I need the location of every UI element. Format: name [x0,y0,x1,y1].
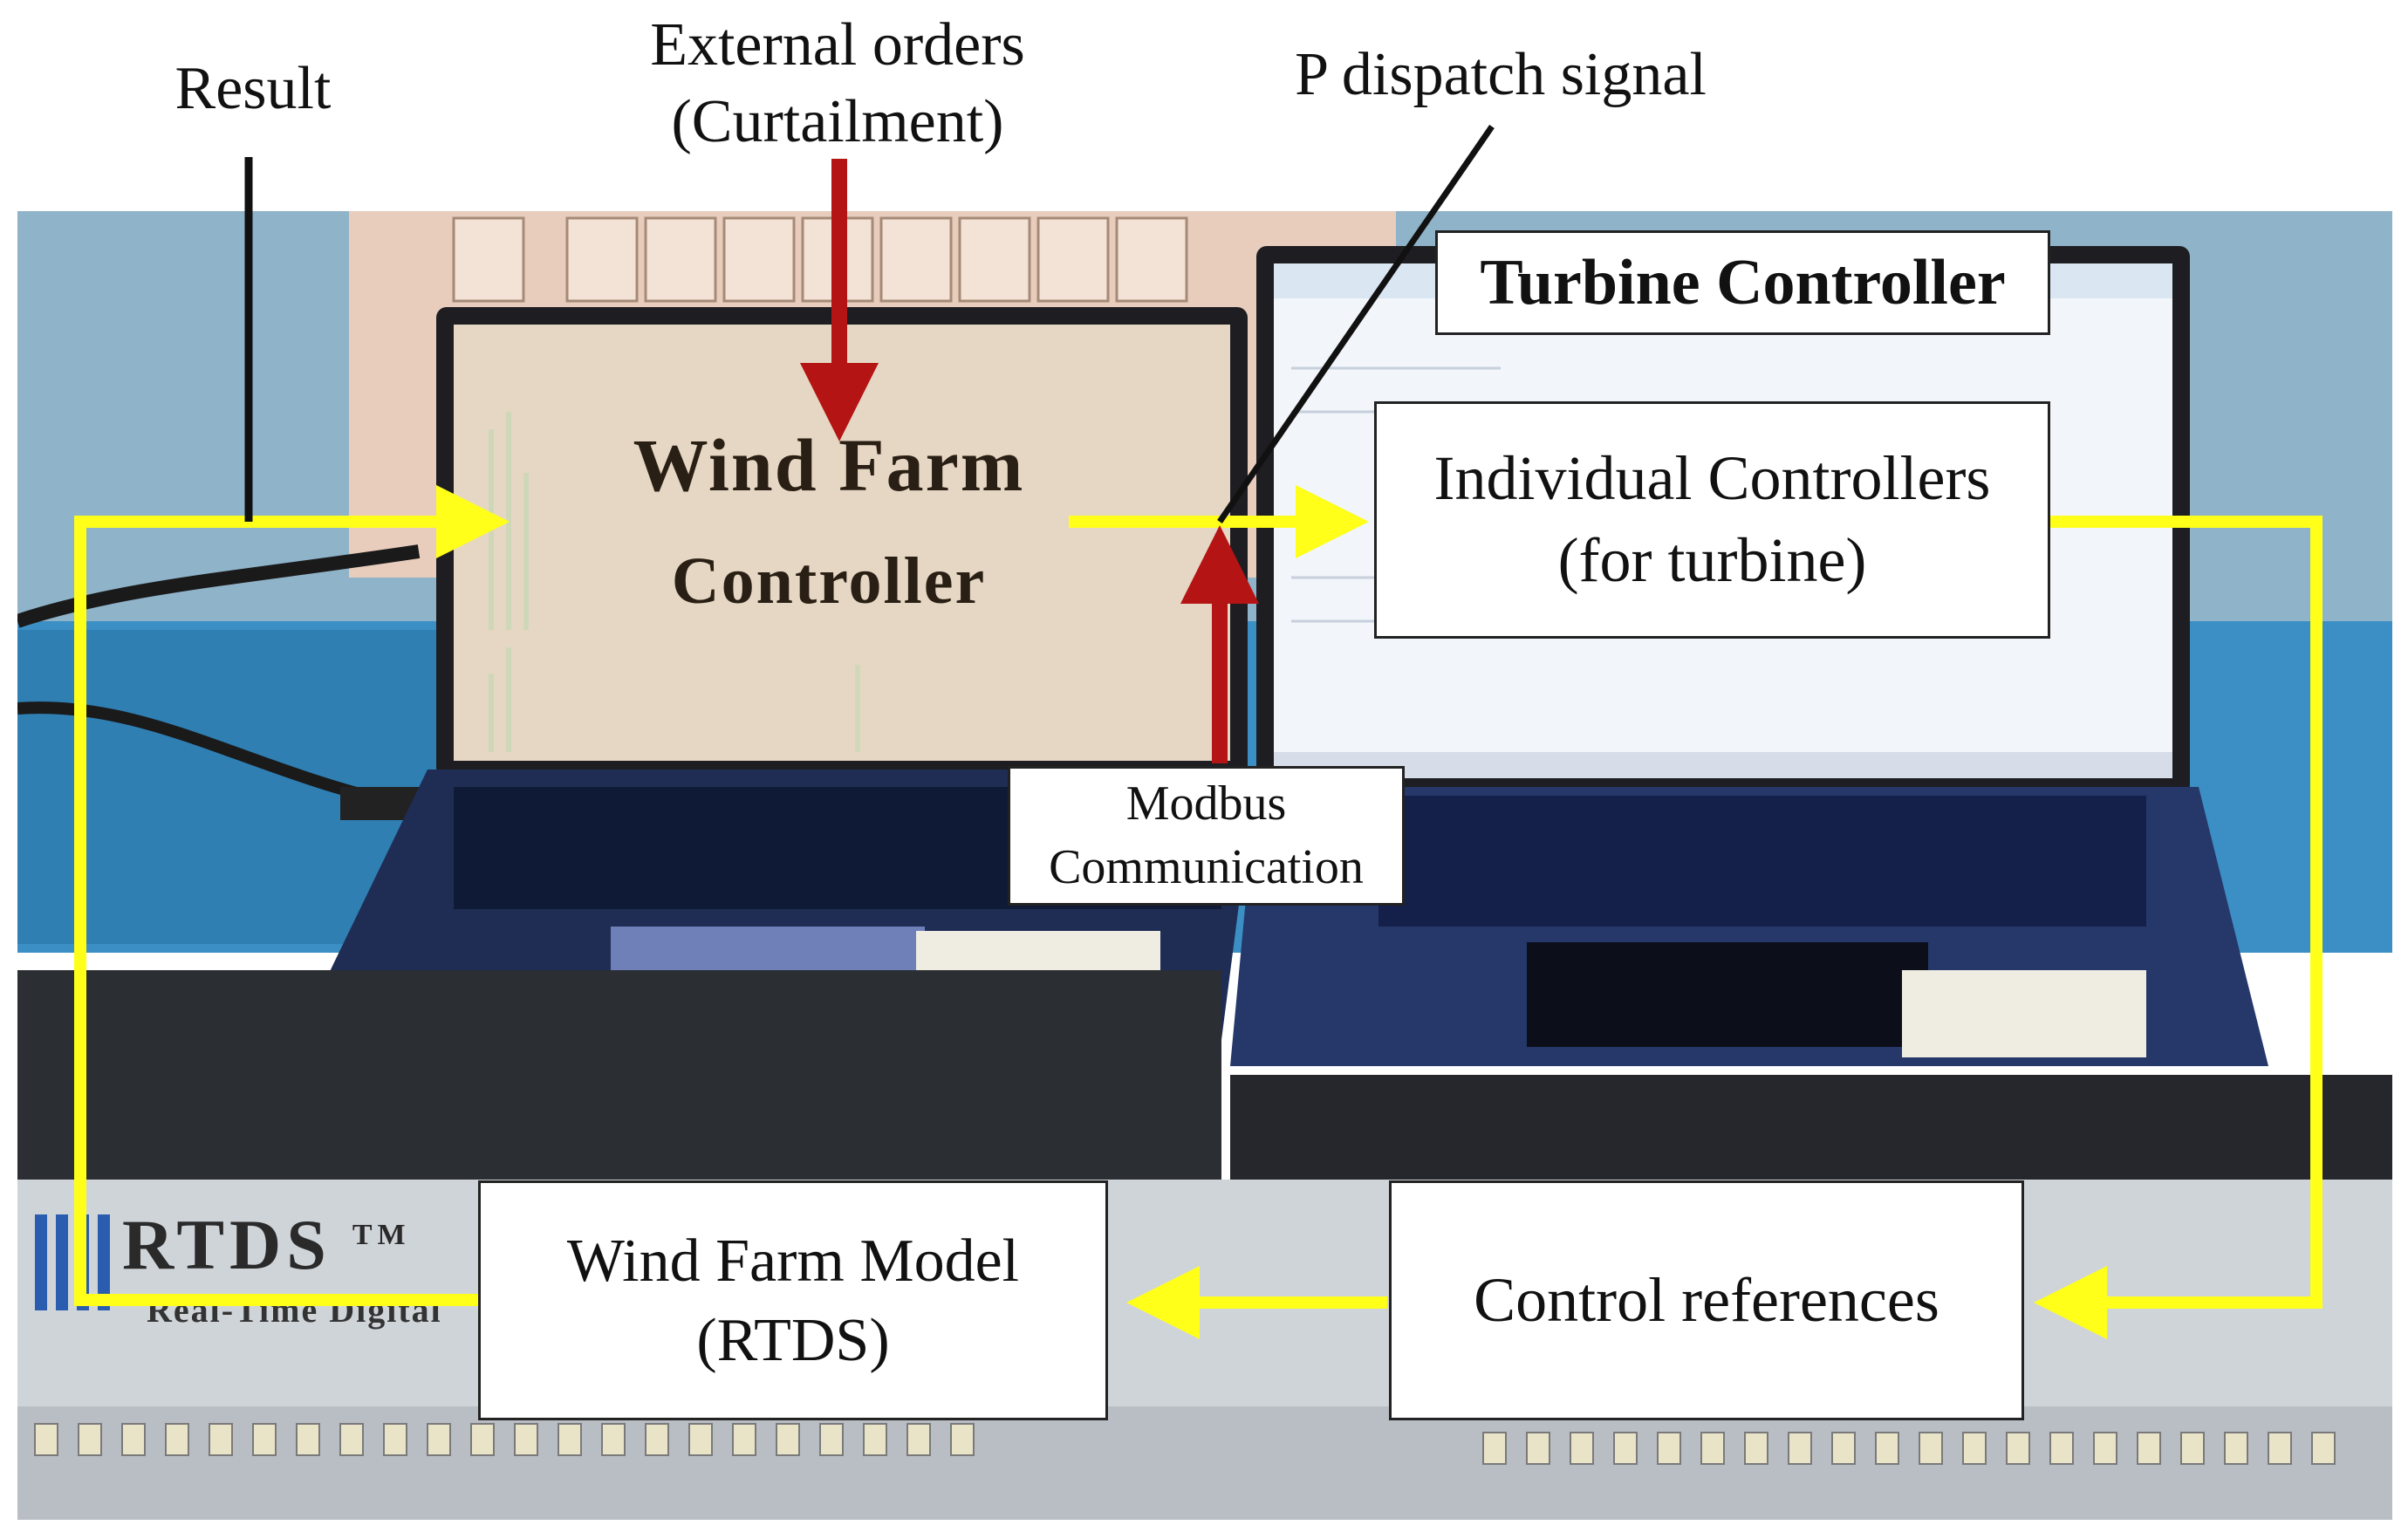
modbus-communication-box: Modbus Communication [1008,766,1405,906]
external-orders-label: External orders (Curtailment) [602,7,1073,160]
control-references-label: Control references [1474,1264,1939,1335]
modbus-line2: Communication [1049,840,1364,894]
right-touchpad [1527,942,1928,1047]
wind-farm-model-line2: (RTDS) [696,1306,890,1374]
rtds-brand: RTDS TM [122,1204,411,1286]
wfc-line2: Controller [671,544,987,618]
io-terminals [34,1423,2336,1465]
turbine-controller-label: Turbine Controller [1480,246,2006,318]
rtds-trademark: TM [352,1218,411,1251]
rtds-io-rail [17,1406,2392,1520]
wfc-line1: Wind Farm [633,423,1025,507]
turbine-controller-box: Turbine Controller [1435,230,2050,335]
external-orders-line2: (Curtailment) [671,87,1004,155]
individual-controllers-line1: Individual Controllers [1433,443,1991,514]
individual-controllers-line2: (for turbine) [1557,525,1867,595]
control-references-box: Control references [1389,1180,2024,1420]
rtds-brand-text: RTDS [122,1205,332,1284]
right-sticker [1902,970,2146,1057]
result-label: Result [174,55,332,122]
wind-farm-controller-screen-text: Wind Farm Controller [611,428,1047,614]
wind-farm-model-box: Wind Farm Model (RTDS) [478,1180,1108,1420]
individual-controllers-box: Individual Controllers (for turbine) [1374,401,2050,639]
external-orders-line1: External orders [650,11,1025,79]
p-dispatch-label: P dispatch signal [1295,41,1707,108]
taskbar [1274,752,2172,778]
wind-farm-model-line1: Wind Farm Model [566,1227,1020,1295]
modbus-line1: Modbus [1125,776,1287,831]
rtds-subtitle: Real-Time Digital [147,1290,442,1330]
